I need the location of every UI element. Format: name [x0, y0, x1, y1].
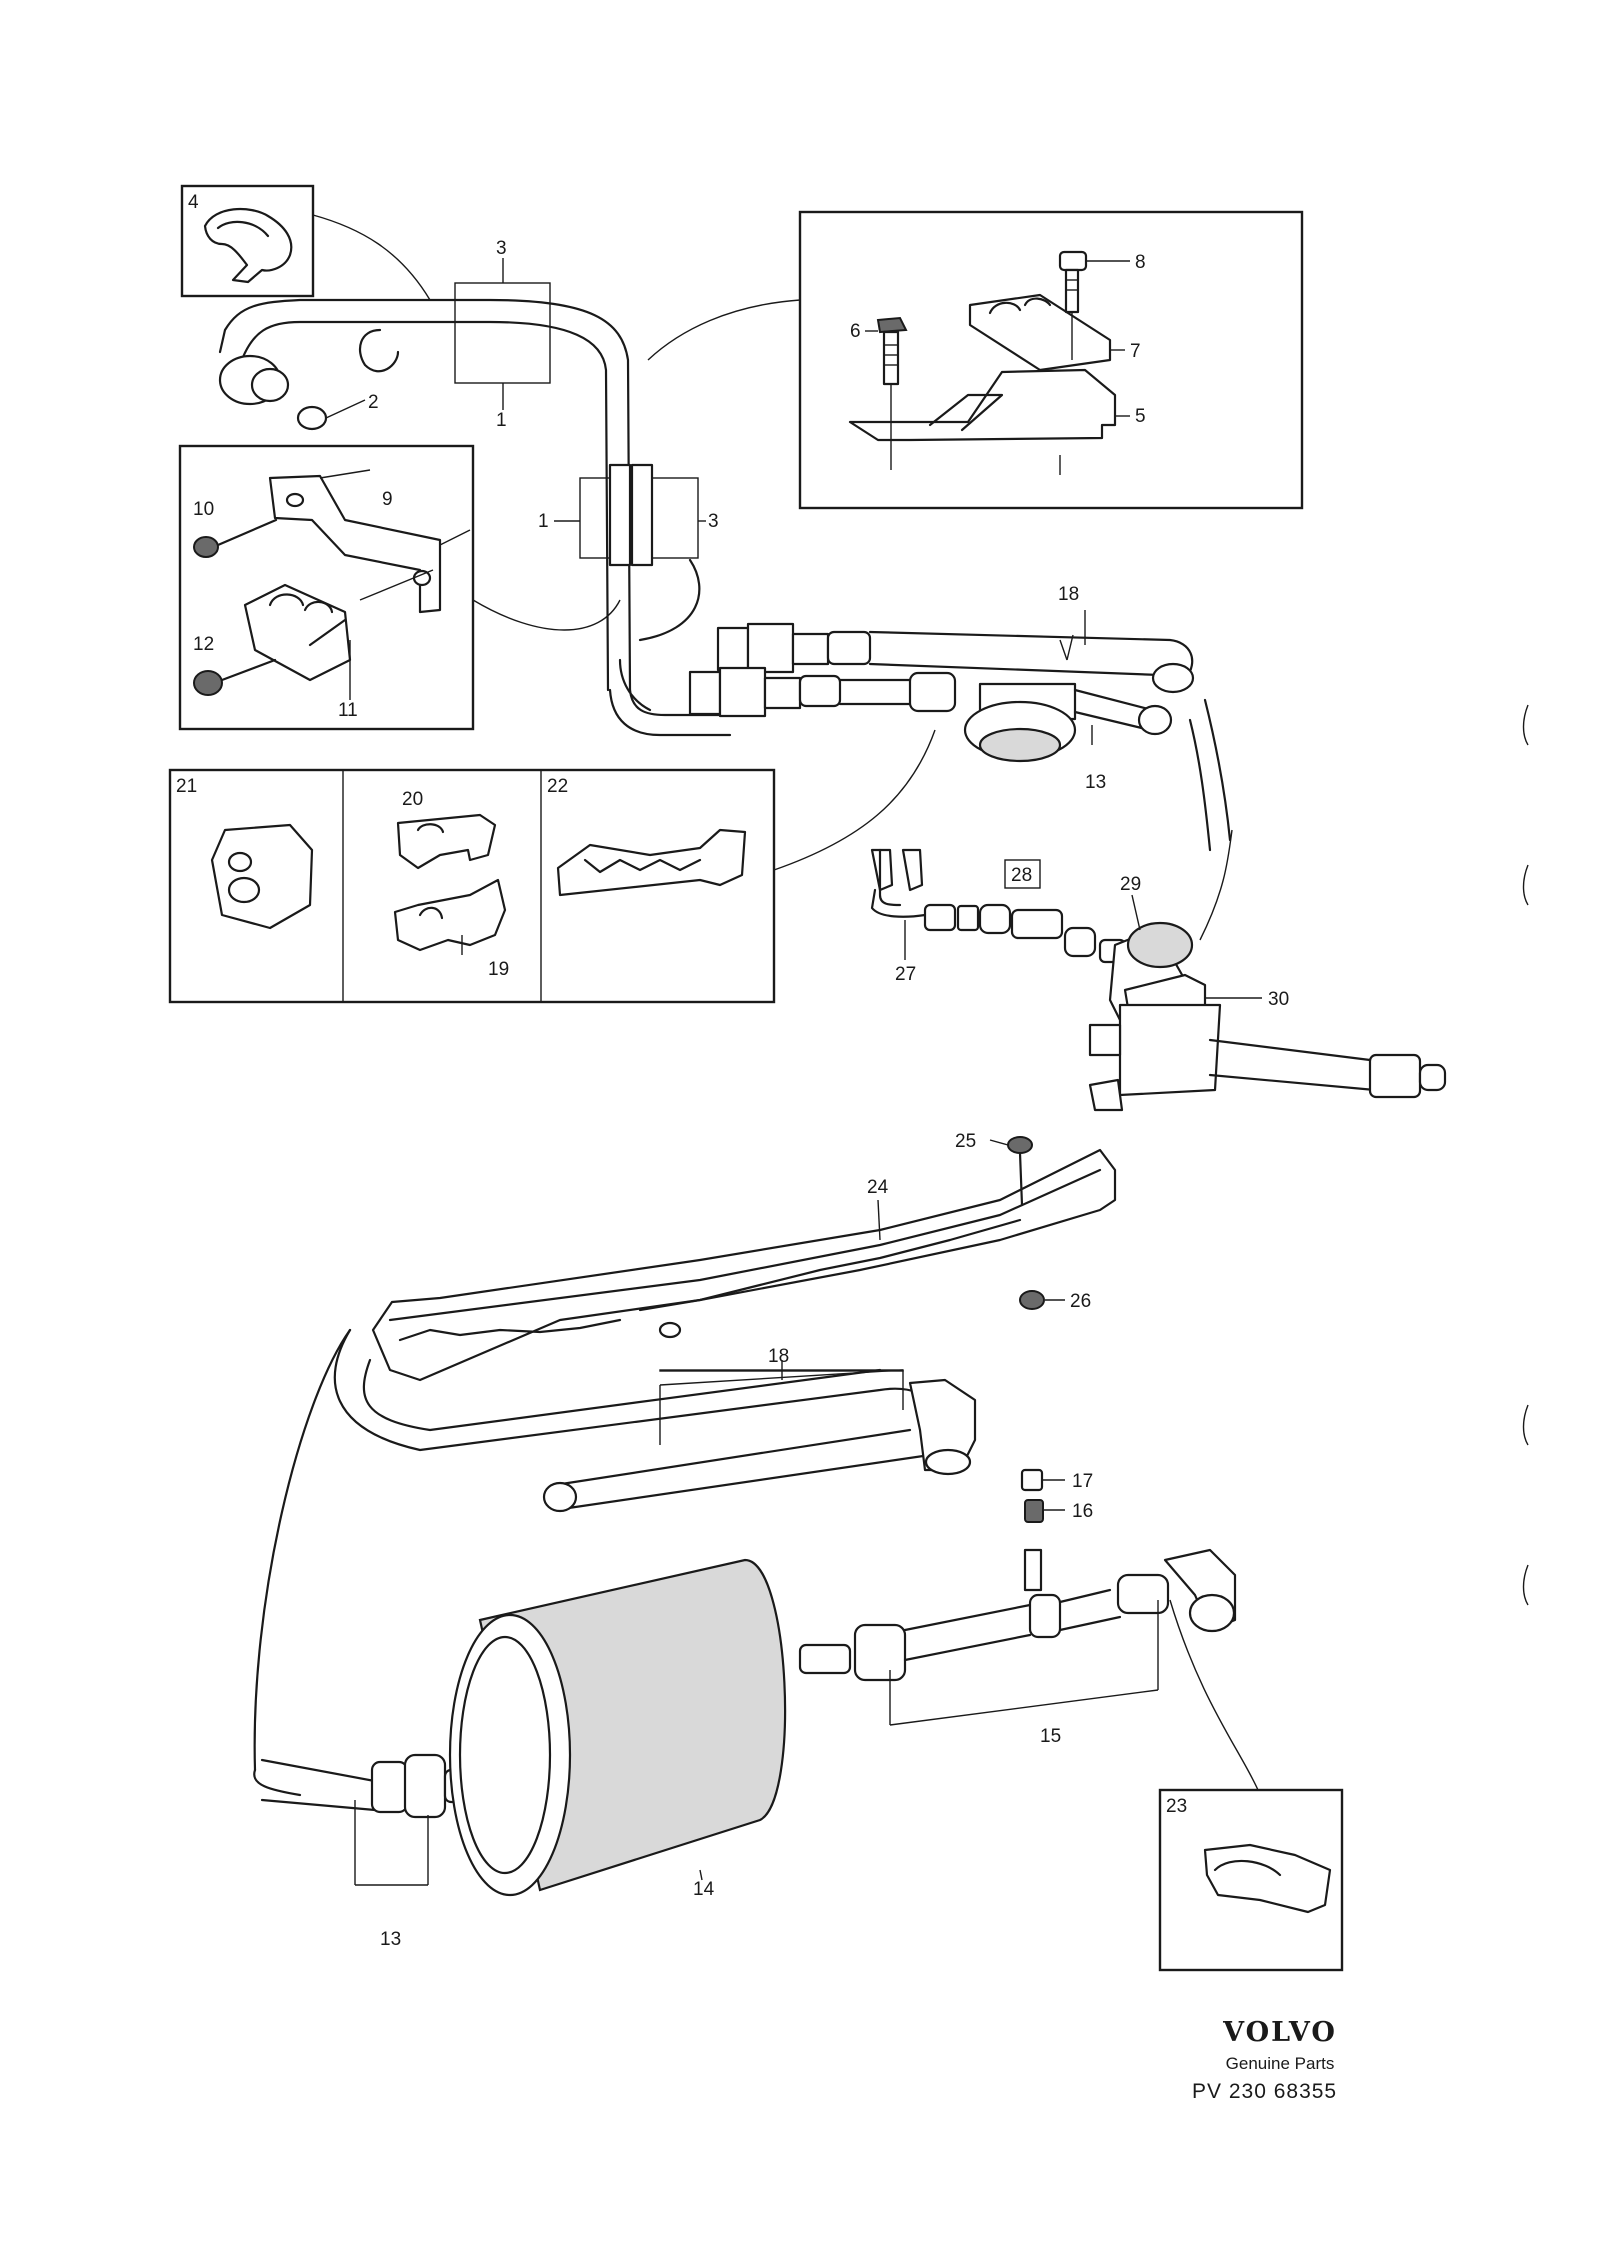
label-1: 1 [496, 410, 507, 431]
label-18: 18 [1058, 584, 1079, 605]
label-2: 2 [368, 392, 379, 413]
label-22: 22 [547, 776, 568, 797]
label-6: 6 [850, 321, 861, 342]
label-4: 4 [188, 192, 199, 213]
inset-parts-9-12 [178, 444, 475, 731]
fuel-lines-right [688, 610, 1232, 852]
label-18: 18 [768, 1346, 789, 1367]
label-25: 25 [955, 1131, 976, 1152]
label-26: 26 [1070, 1291, 1091, 1312]
label-23: 23 [1166, 1796, 1187, 1817]
label-3: 3 [708, 511, 719, 532]
fuel-filter-assembly [253, 1328, 1237, 1897]
margin-mark [1522, 1564, 1529, 1606]
label-19: 19 [488, 959, 509, 980]
inset-part-23 [1158, 1788, 1344, 1972]
leader-line [1169, 1599, 1259, 1791]
leader-line [312, 214, 431, 301]
genuine-parts-text: Genuine Parts [1225, 2054, 1335, 2073]
label-7: 7 [1130, 341, 1141, 362]
label-11: 11 [338, 700, 358, 721]
margin-mark [1522, 864, 1529, 906]
inset-part-4 [180, 184, 315, 298]
label-27: 27 [895, 964, 916, 985]
fuel-pipe-upper [218, 258, 632, 692]
label-30: 30 [1268, 989, 1289, 1010]
label-29: 29 [1120, 874, 1141, 895]
label-1: 1 [538, 511, 549, 532]
fuel-pipe-18-lower [333, 1328, 977, 1513]
pipe-clamp-middle [579, 463, 732, 737]
fuel-rail-24 [371, 1136, 1117, 1382]
label-16: 16 [1072, 1501, 1093, 1522]
label-5: 5 [1135, 406, 1146, 427]
label-28: 28 [1011, 865, 1032, 886]
label-13: 13 [380, 1929, 401, 1950]
inset-parts-5-8 [798, 210, 1304, 510]
label-14: 14 [693, 1879, 715, 1900]
label-3: 3 [496, 238, 507, 259]
leader-line [1199, 829, 1233, 941]
leader-line [647, 299, 801, 361]
label-10: 10 [193, 499, 214, 520]
diagram-reference-number: PV 230 68355 [1192, 2080, 1338, 2103]
margin-mark [1522, 704, 1529, 746]
label-17: 17 [1072, 1471, 1093, 1492]
pressure-regulator-assembly [870, 848, 1447, 1112]
inset-parts-19-22 [168, 768, 776, 1004]
leader-line [472, 599, 621, 631]
part-number-labels: 1 1 2 3 3 4 5 6 7 8 9 10 11 12 13 13 14 … [176, 192, 1289, 1950]
label-15: 15 [1040, 1726, 1061, 1747]
leader-line [773, 729, 936, 871]
margin-mark [1522, 1404, 1529, 1446]
label-20: 20 [402, 789, 423, 810]
label-21: 21 [176, 776, 197, 797]
label-8: 8 [1135, 252, 1146, 273]
label-12: 12 [193, 634, 214, 655]
label-13: 13 [1085, 772, 1106, 793]
label-24: 24 [867, 1177, 889, 1198]
brand-logo-text: VOLVO [1223, 2017, 1337, 2048]
label-9: 9 [382, 489, 393, 510]
